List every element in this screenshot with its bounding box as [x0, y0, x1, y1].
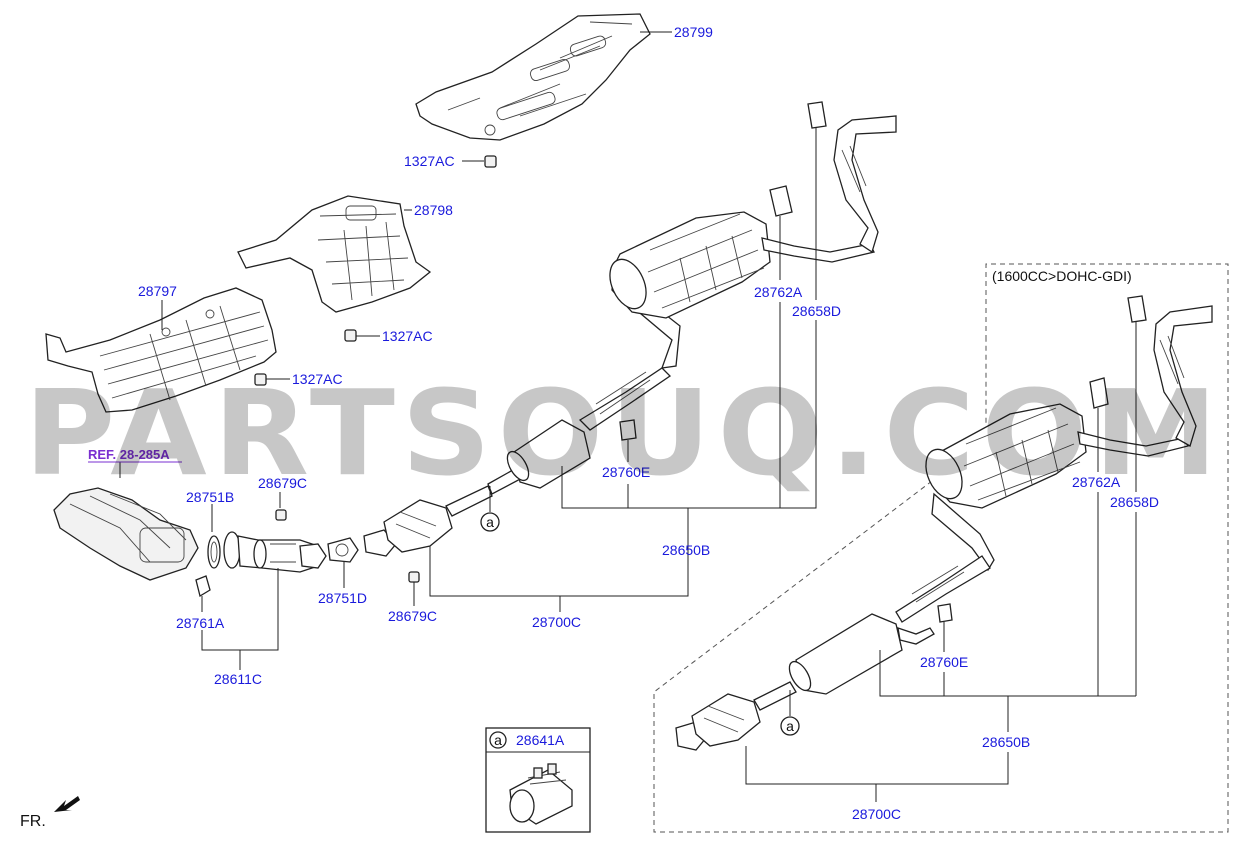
label-28751b[interactable]: 28751B	[186, 489, 234, 505]
hanger-28658d-left[interactable]	[807, 101, 827, 129]
label-28762a-left[interactable]: 28762A	[754, 284, 803, 300]
label-1327ac-mid[interactable]: 1327AC	[382, 328, 433, 344]
label-28751d[interactable]: 28751D	[318, 590, 367, 606]
hanger-28760e-left[interactable]	[619, 419, 637, 441]
label-28658d-left[interactable]: 28658D	[792, 303, 841, 319]
hanger-28658d-right[interactable]	[1127, 295, 1147, 323]
nut-1327ac-mid[interactable]	[344, 329, 357, 342]
clamp-drawing	[509, 763, 573, 825]
rear-muffler-right[interactable]	[919, 305, 1213, 509]
bolt-28679c-top[interactable]	[275, 509, 287, 521]
hanger-28761a[interactable]	[195, 575, 211, 598]
label-28798[interactable]: 28798	[414, 202, 453, 218]
label-28611c[interactable]: 28611C	[214, 671, 262, 687]
heat-shield-28799[interactable]	[415, 13, 651, 141]
watermark: PARTSOUQ.COM	[24, 364, 1224, 502]
gasket-28751b[interactable]	[207, 535, 221, 569]
inset-clamp-box[interactable]: a 28641A	[485, 727, 591, 833]
heat-shield-28798[interactable]	[237, 195, 432, 313]
leader-lines-left	[119, 31, 817, 670]
leader-lines-right	[745, 322, 1137, 802]
ref-28-285a[interactable]: REF. 28-285A	[88, 447, 170, 462]
label-28760e-left[interactable]: 28760E	[602, 464, 650, 480]
heat-shield-28797[interactable]	[45, 287, 277, 413]
front-pipe-28611c[interactable]	[223, 531, 327, 573]
label-28679c-top[interactable]: 28679C	[258, 475, 307, 491]
nut-1327ac-top[interactable]	[484, 155, 497, 168]
label-28700c-right[interactable]: 28700C	[852, 806, 901, 822]
label-1327ac-top[interactable]: 1327AC	[404, 153, 455, 169]
hanger-28760e-right[interactable]	[937, 603, 953, 623]
label-28641a: 28641A	[516, 732, 565, 748]
catalytic-converter-28700c-right[interactable]	[675, 681, 797, 751]
label-28761a[interactable]: 28761A	[176, 615, 225, 631]
front-label: FR.	[20, 813, 46, 830]
label-28650b-left[interactable]: 28650B	[662, 542, 710, 558]
label-28799[interactable]: 28799	[674, 24, 713, 40]
hanger-28762a-left[interactable]	[769, 185, 793, 217]
hanger-28762a-right[interactable]	[1089, 377, 1109, 409]
front-arrow-icon	[54, 796, 80, 812]
variant-label: (1600CC>DOHC-GDI)	[992, 268, 1132, 284]
part-labels: 28799 1327AC 28798 28797 1327AC 1327AC R…	[88, 24, 1159, 822]
exhaust-manifold[interactable]	[53, 487, 199, 581]
callout-a-right: a	[786, 718, 794, 734]
label-1327ac-low[interactable]: 1327AC	[292, 371, 343, 387]
inset-callout: a	[494, 732, 502, 748]
front-direction: FR.	[20, 796, 80, 830]
bolt-28679c-low[interactable]	[408, 571, 420, 583]
label-28650b-right[interactable]: 28650B	[982, 734, 1030, 750]
label-28762a-right[interactable]: 28762A	[1072, 474, 1121, 490]
label-28700c-left[interactable]: 28700C	[532, 614, 581, 630]
label-28658d-right[interactable]: 28658D	[1110, 494, 1159, 510]
variant-box	[653, 263, 1229, 833]
center-pipe-28650b-right[interactable]	[785, 492, 995, 695]
catalytic-converter-28700c-left[interactable]	[363, 465, 527, 557]
rear-muffler-left[interactable]	[603, 115, 897, 319]
callout-a-left: a	[486, 514, 494, 530]
label-28760e-right[interactable]: 28760E	[920, 654, 968, 670]
gasket-28751d[interactable]	[327, 537, 359, 563]
clamp-callout-right[interactable]: a	[780, 690, 800, 736]
label-28797[interactable]: 28797	[138, 283, 177, 299]
label-28679c-low[interactable]: 28679C	[388, 608, 437, 624]
clamp-callout-left[interactable]: a	[480, 486, 500, 532]
